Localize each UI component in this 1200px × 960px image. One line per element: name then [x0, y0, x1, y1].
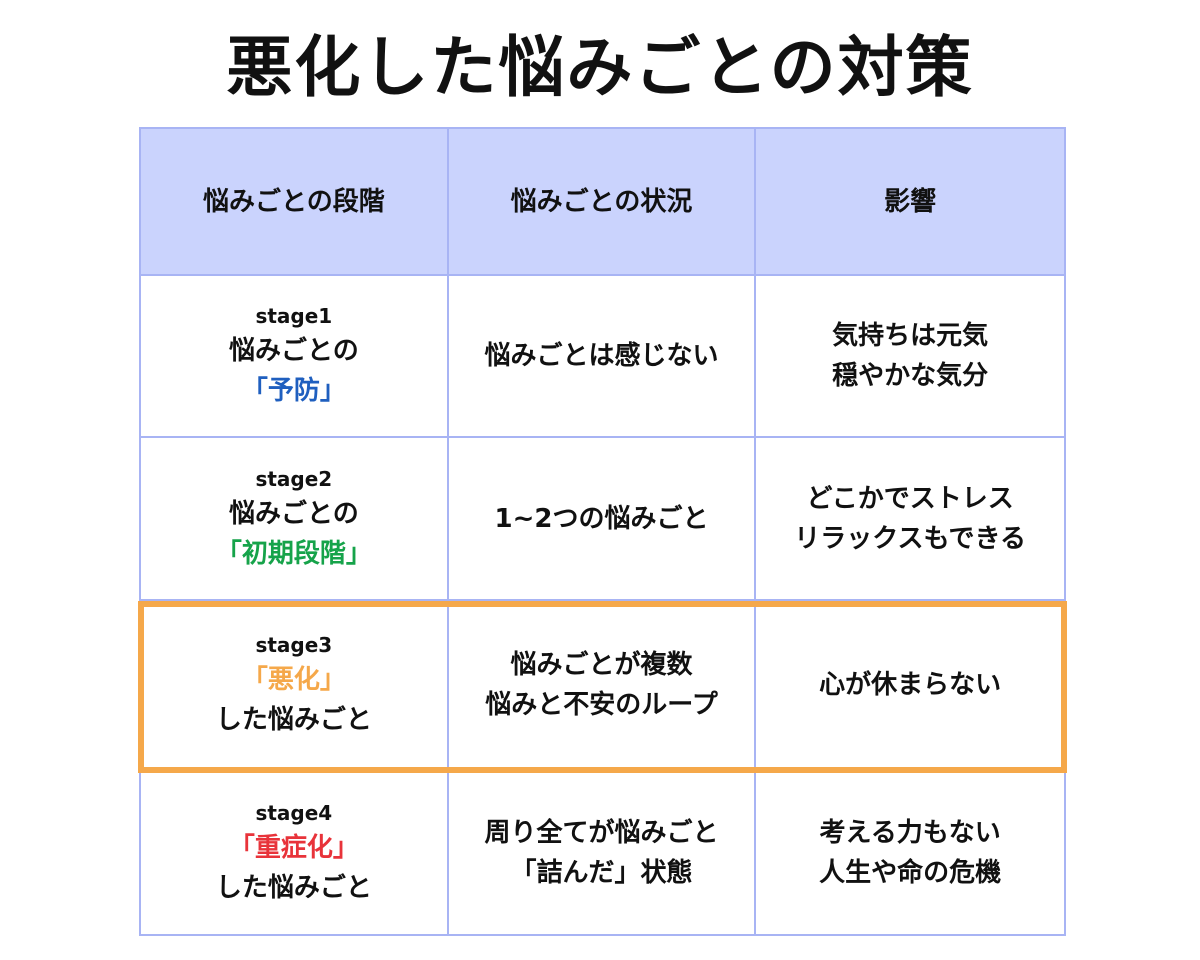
stage-table: 悩みごとの段階 悩みごとの状況 影響 stage1 悩みごとの 「予防」 悩みご…: [139, 127, 1066, 936]
stage-cell: stage4 「重症化」 した悩みごと: [141, 771, 449, 934]
stage-accent: 「悪化」: [241, 665, 346, 695]
situation-line: 悩みごとが複数: [510, 650, 693, 680]
situation-line: 悩みごとは感じない: [484, 341, 719, 371]
table-row: stage1 悩みごとの 「予防」 悩みごとは感じない 気持ちは元気 穏やかな気…: [141, 276, 1064, 438]
situation-line: 悩みと不安のループ: [485, 690, 718, 720]
impact-line: 穏やかな気分: [832, 361, 989, 391]
stage-accent: 「重症化」: [228, 832, 359, 863]
header-impact: 影響: [884, 186, 937, 217]
impact-cell: 心が休まらない: [756, 601, 1064, 769]
impact-line: 考える力もない: [819, 817, 1001, 848]
stage-text: した悩みごと: [215, 872, 372, 903]
stage-label: stage3: [255, 633, 333, 657]
stage-text: 悩みごとの: [228, 498, 359, 529]
impact-cell: 考える力もない 人生や命の危機: [756, 771, 1064, 934]
table-header-row: 悩みごとの段階 悩みごとの状況 影響: [141, 129, 1064, 276]
stage-cell: stage3 「悪化」 した悩みごと: [141, 601, 449, 769]
stage-label: stage2: [255, 466, 333, 491]
situation-cell: 悩みごとは感じない: [449, 276, 757, 436]
page-title: 悪化した悩みごとの対策: [226, 29, 974, 106]
stage-cell: stage2 悩みごとの 「初期段階」: [141, 438, 449, 599]
situation-line: 周り全てが悩みごと: [484, 817, 719, 848]
table-row: stage2 悩みごとの 「初期段階」 1~2つの悩みごと どこかでストレス リ…: [141, 438, 1064, 601]
impact-line: どこかでストレス: [806, 483, 1014, 514]
stage-text: 悩みごとの: [228, 336, 359, 366]
stage-label: stage1: [255, 304, 333, 328]
header-stage: 悩みごとの段階: [141, 129, 449, 274]
stage-label: stage4: [255, 800, 333, 825]
situation-cell: 1~2つの悩みごと: [449, 438, 757, 599]
impact-cell: 気持ちは元気 穏やかな気分: [756, 276, 1064, 436]
impact-cell: どこかでストレス リラックスもできる: [756, 438, 1064, 599]
situation-cell: 悩みごとが複数 悩みと不安のループ: [449, 601, 757, 769]
table-row: stage3 「悪化」 した悩みごと 悩みごとが複数 悩みと不安のループ 心が休…: [141, 601, 1064, 771]
impact-line: 人生や命の危機: [819, 857, 1002, 888]
impact-line: 心が休まらない: [819, 670, 1002, 700]
situation-line: 1~2つの悩みごと: [494, 503, 709, 534]
stage-accent: 「予防」: [241, 376, 346, 406]
impact-line: リラックスもできる: [794, 523, 1026, 554]
table-row: stage4 「重症化」 した悩みごと 周り全てが悩みごと 「詰んだ」状態 考え…: [141, 771, 1064, 934]
stage-text: した悩みごと: [215, 705, 372, 735]
stage-cell: stage1 悩みごとの 「予防」: [141, 276, 449, 436]
situation-line: 「詰んだ」状態: [510, 857, 693, 888]
header-situation: 悩みごとの状況: [449, 129, 757, 274]
situation-cell: 周り全てが悩みごと 「詰んだ」状態: [449, 771, 757, 934]
impact-line: 気持ちは元気: [832, 321, 989, 351]
stage-accent: 「初期段階」: [215, 538, 372, 569]
